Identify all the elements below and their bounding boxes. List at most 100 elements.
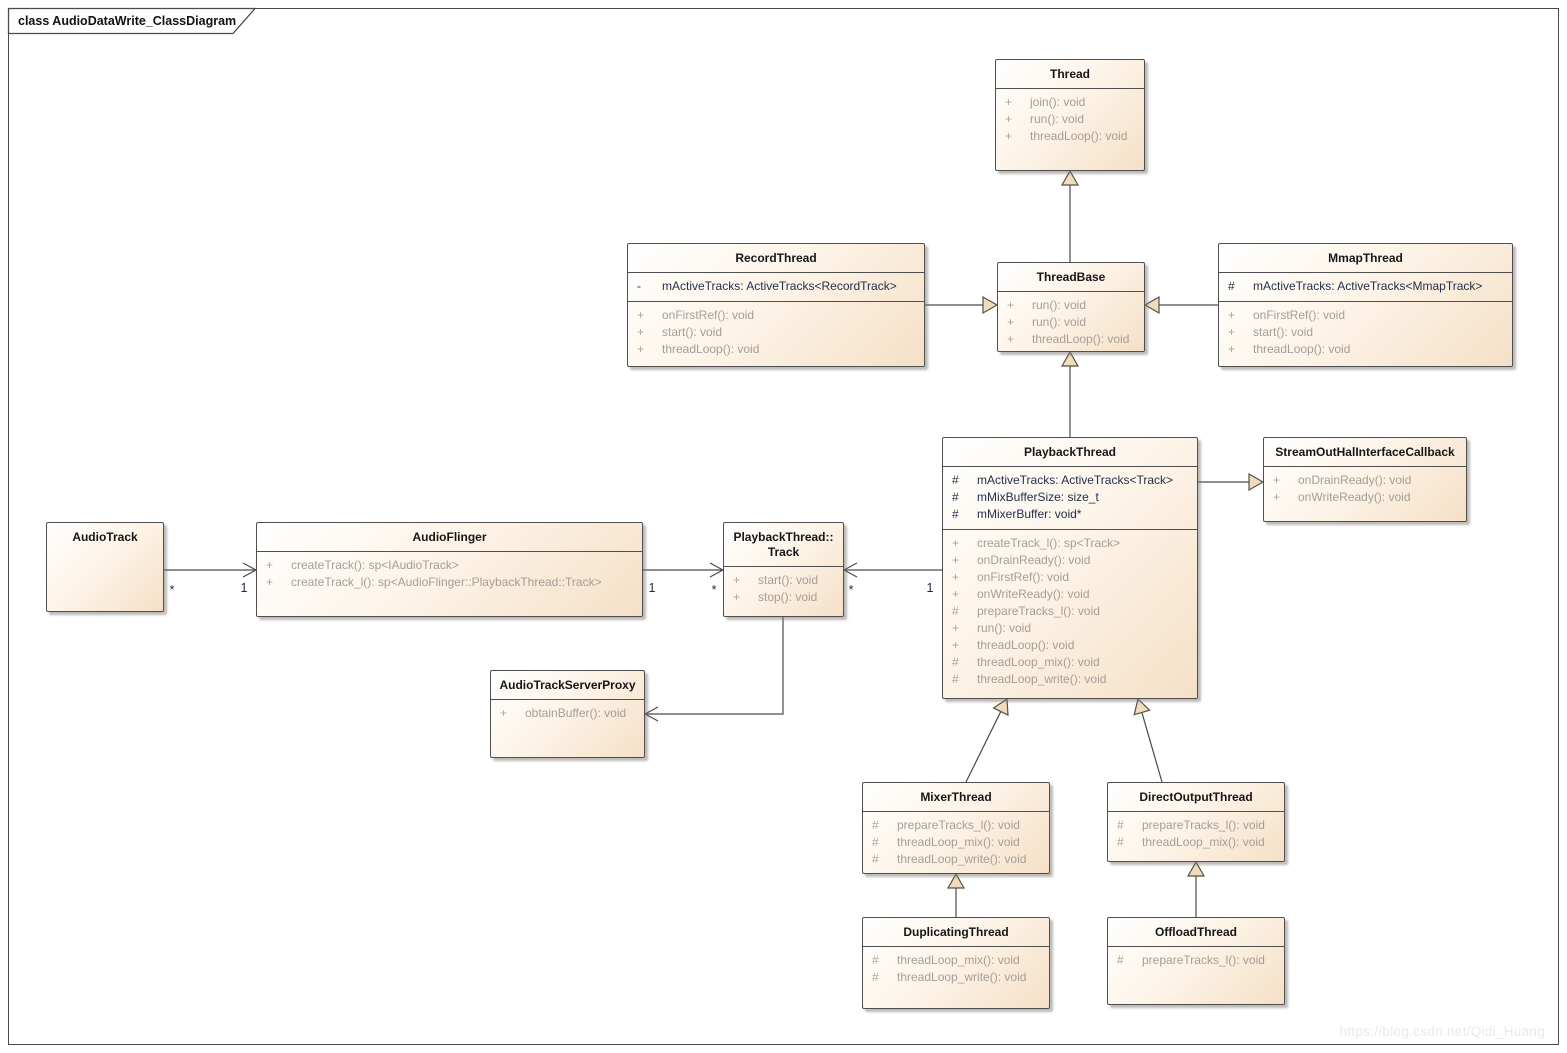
- visibility-symbol: -: [637, 279, 641, 293]
- method-signature: onFirstRef(): void: [1253, 308, 1346, 322]
- method-row: #prepareTracks_l(): void: [1108, 952, 1284, 969]
- method-signature: join(): void: [1030, 95, 1086, 109]
- method-compartment: #prepareTracks_l(): void: [1108, 946, 1284, 975]
- method-signature: prepareTracks_l(): void: [977, 604, 1100, 618]
- class-name: MixerThread: [920, 790, 992, 804]
- visibility-symbol: +: [500, 706, 508, 720]
- method-row: +threadLoop(): void: [996, 128, 1144, 145]
- method-signature: threadLoop(): void: [662, 342, 760, 356]
- visibility-symbol: +: [1005, 112, 1013, 126]
- method-signature: threadLoop_mix(): void: [897, 835, 1020, 849]
- visibility-symbol: +: [952, 587, 960, 601]
- class-box-audio-flinger[interactable]: AudioFlinger + createTrack(): sp<IAudioTra…: [256, 522, 643, 617]
- visibility-symbol: +: [952, 536, 960, 550]
- method-row: + start(): void: [724, 572, 843, 589]
- class-name: Thread: [1049, 67, 1090, 81]
- visibility-symbol: +: [1228, 325, 1236, 339]
- attr-compartment: #mActiveTracks: ActiveTracks<MmapTrack>: [1219, 272, 1512, 301]
- class-box-thread[interactable]: Thread+join(): void+run(): void+threadLo…: [995, 59, 1145, 171]
- class-box-mixer-thread[interactable]: MixerThread#prepareTracks_l(): void#thre…: [862, 782, 1050, 874]
- visibility-symbol: +: [1228, 308, 1236, 322]
- visibility-symbol: #: [952, 507, 959, 521]
- class-box-duplicating-thread[interactable]: DuplicatingThread # threadLoop_mix(): void…: [862, 917, 1050, 1009]
- visibility-symbol: +: [1007, 315, 1015, 329]
- method-row: #prepareTracks_l(): void: [863, 817, 1049, 834]
- method-row: #threadLoop_write(): void: [863, 851, 1049, 868]
- class-name: DirectOutputThread: [1139, 790, 1253, 804]
- method-row: #threadLoop_mix(): void: [863, 834, 1049, 851]
- visibility-symbol: +: [637, 342, 645, 356]
- class-name: AudioFlinger: [412, 530, 487, 544]
- attr-row: #mMixBufferSize: size_t: [943, 489, 1197, 506]
- visibility-symbol: +: [733, 573, 741, 587]
- method-row: + onDrainReady(): void: [943, 552, 1197, 569]
- visibility-symbol: +: [266, 558, 274, 572]
- class-box-thread-base[interactable]: ThreadBase +run(): void+run(): void+ threa…: [997, 262, 1145, 352]
- method-row: +obtainBuffer(): void: [491, 705, 644, 722]
- visibility-symbol: #: [872, 953, 879, 967]
- visibility-symbol: +: [1228, 342, 1236, 356]
- method-row: + threadLoop(): void: [1219, 341, 1512, 358]
- method-row: +run(): void: [943, 620, 1197, 637]
- method-signature: threadLoop(): void: [977, 638, 1075, 652]
- class-name: AudioTrackServerProxy: [499, 678, 636, 692]
- class-name: MmapThread: [1328, 251, 1403, 265]
- method-signature: onWriteReady(): void: [1298, 490, 1411, 504]
- method-row: +onDrainReady(): void: [1264, 472, 1466, 489]
- attr-row: #mActiveTracks: ActiveTracks<MmapTrack>: [1219, 278, 1512, 295]
- method-row: + threadLoop(): void: [628, 341, 924, 358]
- class-name: DuplicatingThread: [903, 925, 1009, 939]
- visibility-symbol: +: [952, 553, 960, 567]
- class-box-direct-output-thread[interactable]: DirectOutputThread #prepareTracks_l(): vo…: [1107, 782, 1285, 862]
- method-row: + createTrack(): sp<IAudioTrack>: [257, 557, 642, 574]
- method-row: +onWriteReady(): void: [943, 586, 1197, 603]
- class-name: OffloadThread: [1154, 925, 1237, 939]
- method-signature: threadLoop(): void: [1030, 129, 1128, 143]
- method-signature: threadLoop_mix(): void: [977, 655, 1100, 669]
- method-row: + createTrack_l(): sp<AudioFlinger::Playb…: [257, 574, 642, 591]
- class-name: ThreadBase: [1036, 270, 1106, 284]
- class-box-record-thread[interactable]: RecordThread-mActiveTracks: ActiveTracks…: [627, 243, 925, 367]
- method-signature: threadLoop(): void: [1253, 342, 1351, 356]
- method-compartment: +run(): void+run(): void+ threadLoop(): v…: [998, 291, 1144, 351]
- visibility-symbol: +: [266, 575, 274, 589]
- class-box-playback-thread[interactable]: PlaybackThread#mActiveTracks: ActiveTrac…: [942, 437, 1198, 699]
- method-row: #threadLoop_mix(): void: [1108, 834, 1284, 851]
- visibility-symbol: +: [637, 325, 645, 339]
- visibility-symbol: #: [952, 473, 959, 487]
- visibility-symbol: #: [952, 655, 959, 669]
- class-box-offload-thread[interactable]: OffloadThread #prepareTracks_l(): void: [1107, 917, 1285, 1005]
- method-signature: run(): void: [1030, 112, 1085, 126]
- method-signature: run(): void: [977, 621, 1032, 635]
- method-row: #prepareTracks_l(): void: [1108, 817, 1284, 834]
- method-signature: onDrainReady(): void: [1298, 473, 1412, 487]
- method-compartment: +obtainBuffer(): void: [491, 699, 644, 728]
- method-row: +run(): void: [998, 314, 1144, 331]
- method-signature: stop(): void: [758, 590, 818, 604]
- method-row: +run(): void: [998, 297, 1144, 314]
- method-signature: start(): void: [758, 573, 819, 587]
- visibility-symbol: #: [872, 970, 879, 984]
- method-row: +stop(): void: [724, 589, 843, 606]
- class-box-mmap-thread[interactable]: MmapThread #mActiveTracks: ActiveTracks<M…: [1218, 243, 1513, 367]
- method-signature: threadLoop_mix(): void: [897, 953, 1020, 967]
- visibility-symbol: #: [1117, 953, 1124, 967]
- method-signature: threadLoop(): void: [1032, 332, 1130, 346]
- method-signature: threadLoop_write(): void: [897, 852, 1027, 866]
- class-box-playback-thread-track[interactable]: PlaybackThread:: Track+start(): void+sto…: [723, 522, 844, 617]
- watermark-text: https://blog.csdn.net/Qidi_Huang: [1339, 1024, 1545, 1039]
- method-row: + start(): void: [628, 324, 924, 341]
- class-box-audio-track[interactable]: AudioTrack: [46, 522, 164, 612]
- method-signature: prepareTracks_l(): void: [1142, 818, 1265, 832]
- visibility-symbol: #: [952, 672, 959, 686]
- visibility-symbol: #: [952, 604, 959, 618]
- method-signature: createTrack(): sp<IAudioTrack>: [291, 558, 459, 572]
- class-box-stream-out-hal-interface-callback[interactable]: StreamOutHalInterfaceCallback+onDrainRea…: [1263, 437, 1467, 522]
- method-signature: createTrack_l(): sp<AudioFlinger::Playba…: [291, 575, 602, 589]
- class-box-audio-track-server-proxy[interactable]: AudioTrackServerProxy +obtainBuffer(): vo…: [490, 670, 645, 758]
- method-signature: start(): void: [662, 325, 723, 339]
- method-signature: onDrainReady(): void: [977, 553, 1091, 567]
- method-row: + onFirstRef(): void: [1219, 307, 1512, 324]
- method-compartment: #prepareTracks_l(): void#threadLoop_mix(…: [1108, 811, 1284, 857]
- method-signature: start(): void: [1253, 325, 1314, 339]
